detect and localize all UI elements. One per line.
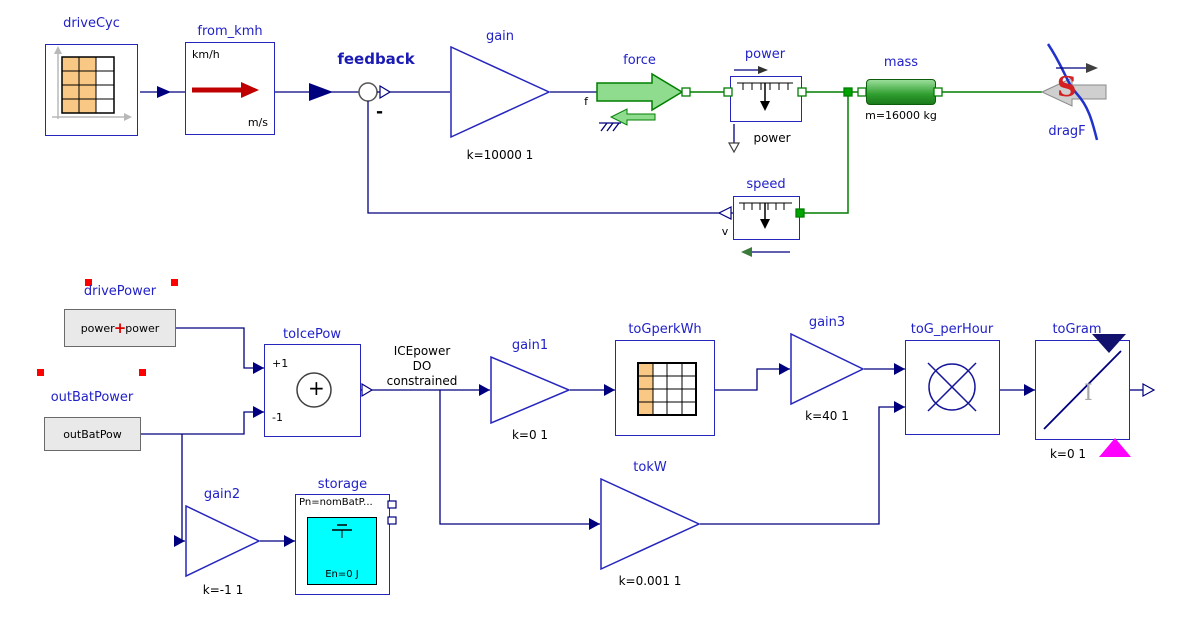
note-line-2: DO — [412, 359, 432, 373]
force-flange-port[interactable] — [681, 87, 691, 97]
note-icepower-constraint: ICEpower DO constrained — [374, 344, 470, 389]
label-gain: gain — [485, 29, 515, 44]
wire-gain2-storage[interactable] — [260, 535, 295, 547]
label-mass: mass — [883, 55, 919, 70]
storage-param-text: Pn=nomBatP... — [299, 497, 373, 508]
block-mass[interactable] — [866, 79, 936, 105]
togram-state-arrow — [1099, 438, 1131, 457]
wire-outbatpower-toicepow[interactable] — [141, 406, 264, 435]
wire-gain3-togperhour[interactable] — [864, 363, 905, 375]
block-from_kmh[interactable]: km/h m/s — [185, 42, 275, 135]
drivepower-expr-left: power — [80, 321, 115, 335]
feedback-minus-sign: - — [376, 102, 384, 122]
block-toGperkWh[interactable] — [615, 340, 715, 436]
speed-direction-arrow — [741, 247, 790, 257]
sum-circle-icon — [296, 372, 332, 408]
gauge-icon — [737, 82, 793, 111]
label-driveCyc: driveCyc — [63, 16, 120, 31]
power-caption: power — [753, 131, 791, 145]
param-gain3: k=40 1 — [805, 409, 849, 423]
wire-togperkwh-gain3[interactable] — [715, 363, 790, 391]
toicepow-minus-gain: -1 — [272, 411, 283, 424]
integrator-ramp-icon — [1043, 350, 1122, 430]
label-toIcePow: toIcePow — [283, 327, 341, 342]
force-port-label: f — [584, 95, 588, 108]
wire-togram-output[interactable] — [1130, 382, 1156, 398]
drivepower-expr-right: power — [125, 321, 160, 335]
label-drivePower: drivePower — [83, 284, 157, 299]
toicepow-plus-gain: +1 — [272, 357, 289, 370]
block-driveCyc[interactable] — [45, 44, 138, 136]
block-toGram[interactable]: I — [1035, 340, 1130, 440]
lookup-table-icon — [637, 362, 697, 416]
label-dragF: dragF — [1048, 124, 1086, 139]
block-toG_perHour[interactable] — [905, 340, 1000, 435]
feedback-sum-junction[interactable] — [358, 82, 378, 102]
block-force-icon[interactable] — [596, 72, 684, 132]
label-toGram: toGram — [1052, 322, 1102, 337]
note-line-1: ICEpower — [393, 344, 451, 358]
param-toGram: k=0 1 — [1049, 447, 1087, 461]
integrator-i-glyph: I — [1084, 381, 1093, 406]
block-tokW[interactable] — [600, 478, 701, 571]
storage-energy-text: En=0 J — [325, 569, 359, 580]
block-drivePower[interactable]: power+power — [64, 309, 176, 347]
drive-cycle-table-icon — [52, 46, 132, 121]
label-power: power — [744, 47, 786, 62]
mass-left-port[interactable] — [857, 87, 867, 97]
wire-fromkmh-feedback[interactable] — [275, 83, 359, 101]
battery-terminal-icon — [332, 524, 352, 538]
battery-icon: En=0 J — [307, 517, 377, 585]
label-outBatPower: outBatPower — [50, 390, 134, 405]
label-feedback: feedback — [337, 50, 415, 68]
toicepow-operator: + — [308, 376, 325, 400]
param-tokW: k=0.001 1 — [618, 574, 682, 588]
label-force: force — [623, 53, 656, 68]
param-mass: m=16000 kg — [865, 109, 937, 122]
block-gain[interactable] — [450, 46, 551, 139]
speed-port-label: v — [721, 225, 729, 238]
block-power-sensor[interactable] — [730, 76, 802, 122]
junction-port[interactable] — [843, 87, 853, 97]
dragF-s-glyph: S — [1057, 72, 1077, 103]
block-gain3[interactable] — [790, 333, 865, 406]
wire-feedback-gain[interactable] — [377, 84, 450, 100]
unit-top-label: km/h — [192, 48, 220, 61]
param-gain: k=10000 1 — [466, 148, 534, 162]
wire-gain1-togperkwh[interactable] — [570, 384, 615, 396]
red-arrow-icon — [192, 82, 259, 98]
label-speed: speed — [746, 177, 786, 192]
wire-outbatpower-gain2[interactable] — [174, 434, 185, 547]
red-cross-marker: + — [113, 319, 127, 337]
label-gain1: gain1 — [511, 338, 549, 353]
block-gain1[interactable] — [490, 356, 571, 425]
block-storage[interactable]: Pn=nomBatP... En=0 J — [295, 494, 390, 595]
unit-bottom-label: m/s — [247, 116, 268, 129]
block-speed-sensor[interactable] — [733, 196, 800, 240]
wire-togperhour-togram[interactable] — [1000, 384, 1035, 396]
label-tokW: tokW — [633, 460, 667, 475]
param-gain1: k=0 1 — [511, 428, 549, 442]
wire-mass-speed[interactable] — [802, 92, 849, 214]
label-storage: storage — [317, 477, 368, 492]
block-gain2[interactable] — [185, 505, 261, 578]
block-outBatPower[interactable]: outBatPow — [44, 417, 141, 451]
label-toG_perHour: toG_perHour — [910, 322, 994, 337]
wire-drivecyc-fromkmh[interactable] — [140, 86, 185, 98]
label-gain2: gain2 — [203, 487, 241, 502]
label-gain3: gain3 — [808, 315, 846, 330]
label-toGperkWh: toGperkWh — [628, 322, 702, 337]
outbatpower-text: outBatPow — [63, 427, 122, 441]
power-output-arrow — [727, 124, 741, 154]
param-gain2: k=-1 1 — [202, 583, 244, 597]
block-toIcePow[interactable]: +1 -1 + — [264, 344, 361, 437]
label-from_kmh: from_kmh — [197, 24, 263, 39]
wire-drivepower-toicepow[interactable] — [176, 327, 264, 374]
gauge-icon — [739, 202, 792, 229]
power-direction-arrow — [734, 66, 768, 74]
note-line-3: constrained — [386, 374, 458, 388]
product-icon — [927, 362, 977, 412]
